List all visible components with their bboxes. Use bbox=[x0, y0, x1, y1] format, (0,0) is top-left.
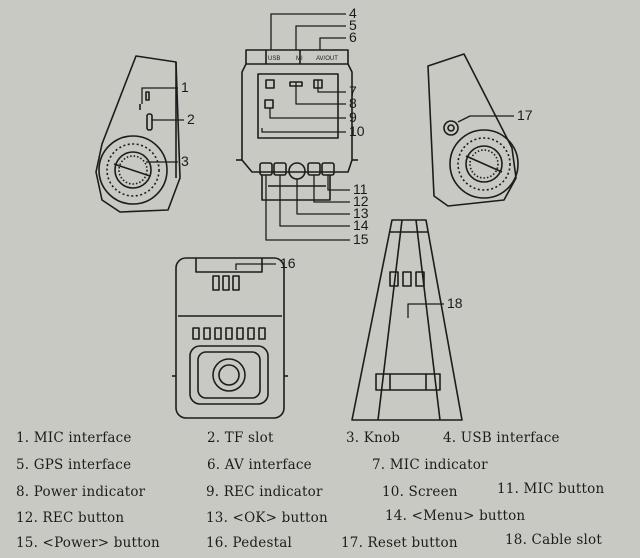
front-view bbox=[236, 49, 358, 201]
left-side-view bbox=[95, 55, 181, 213]
right-side-view bbox=[427, 53, 519, 207]
usb-port-label: USB bbox=[268, 56, 280, 62]
front-port-labels: USB MI AV/OUT bbox=[268, 56, 338, 62]
av-port-label: AV/OUT bbox=[316, 56, 338, 62]
callout-15: 15 bbox=[353, 231, 369, 247]
callout-3: 3 bbox=[181, 153, 189, 169]
callout-10: 10 bbox=[349, 123, 365, 139]
callout-lines bbox=[141, 13, 514, 318]
callout-1: 1 bbox=[181, 79, 189, 95]
callout-4: 4 bbox=[349, 5, 357, 21]
back-view bbox=[351, 219, 463, 421]
callout-11: 11 bbox=[353, 181, 368, 197]
callout-8: 8 bbox=[349, 95, 357, 111]
callout-2: 2 bbox=[187, 111, 195, 127]
callout-9: 9 bbox=[349, 109, 357, 125]
top-view bbox=[172, 257, 288, 419]
mic-port-label: MI bbox=[296, 56, 303, 62]
callout-numbers: 1 2 3 4 5 6 7 8 9 10 11 12 13 14 15 16 1… bbox=[181, 5, 533, 311]
callout-18: 18 bbox=[447, 295, 463, 311]
callout-7: 7 bbox=[349, 83, 357, 99]
callout-5: 5 bbox=[349, 17, 357, 33]
callout-6: 6 bbox=[349, 29, 357, 45]
callout-16: 16 bbox=[280, 255, 296, 271]
callout-14: 14 bbox=[353, 217, 369, 233]
callout-13: 13 bbox=[353, 205, 369, 221]
callout-12: 12 bbox=[353, 193, 369, 209]
callout-17: 17 bbox=[517, 107, 533, 123]
